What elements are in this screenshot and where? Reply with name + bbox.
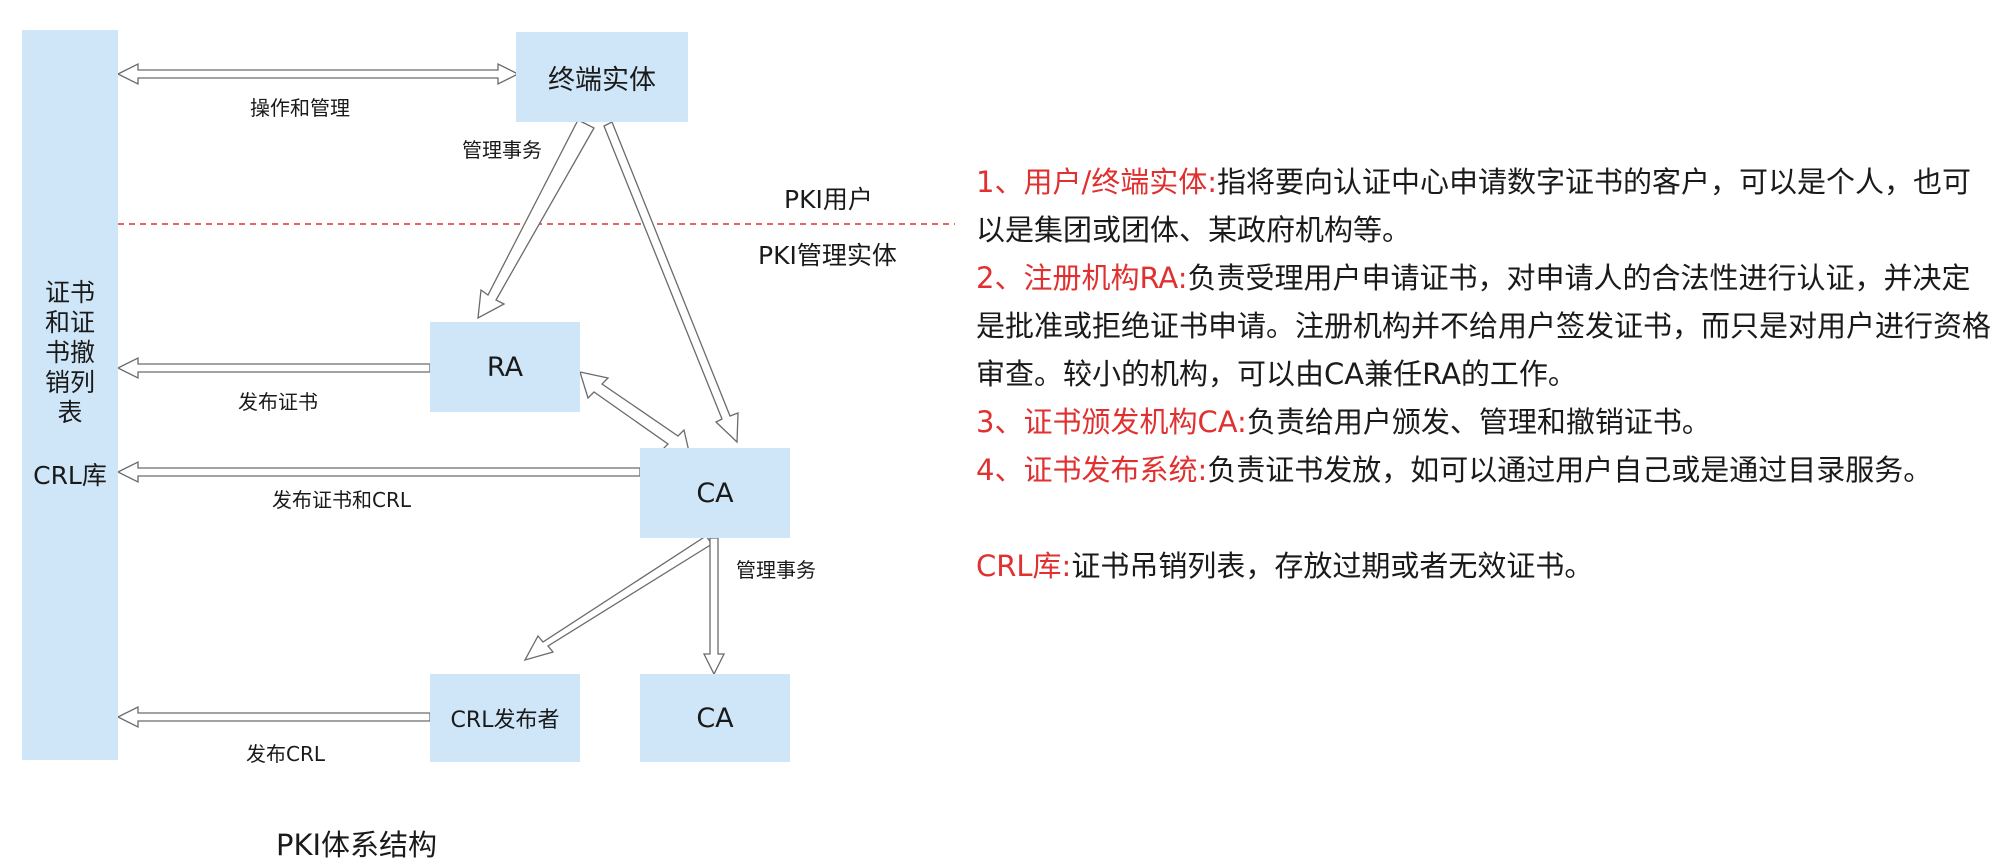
node-ca: CA	[640, 448, 790, 538]
description-text: 负责给用户颁发、管理和撤销证书。	[1246, 405, 1711, 439]
diagram-caption: PKI体系结构	[276, 828, 438, 862]
label-mgmt-affairs-top: 管理事务	[462, 138, 542, 162]
description-spacer	[976, 494, 1994, 542]
description-term: 2、注册机构RA:	[976, 261, 1188, 295]
description-text: 负责证书发放，如可以通过用户自己或是通过目录服务。	[1207, 453, 1933, 487]
node-crl-publisher: CRL发布者	[430, 674, 580, 762]
cert-crl-column: 证书 和证 书撤 销列 表 CRL库	[22, 30, 118, 760]
description-text: 证书吊销列表，存放过期或者无效证书。	[1071, 549, 1594, 583]
description-item-4: 4、证书发布系统:负责证书发放，如可以通过用户自己或是通过目录服务。	[976, 446, 1994, 494]
arrow-entity-to-ca	[603, 121, 739, 444]
description-term: 4、证书发布系统:	[976, 453, 1208, 487]
description-item-crl: CRL库:证书吊销列表，存放过期或者无效证书。	[976, 542, 1994, 590]
node-end-entity: 终端实体	[516, 32, 688, 122]
label-pki-management: PKI管理实体	[758, 241, 897, 270]
description-panel: 1、用户/终端实体:指将要向认证中心申请数字证书的客户，可以是个人，也可以是集团…	[976, 158, 1994, 590]
arrow-ca-to-ca	[702, 537, 726, 676]
description-term: 3、证书颁发机构CA:	[976, 405, 1247, 439]
diagram-connectors	[116, 62, 955, 729]
description-term: 1、用户/终端实体:	[976, 165, 1217, 199]
node-ca-2: CA	[640, 674, 790, 762]
arrow-operate-manage	[116, 62, 520, 86]
label-publish-crl: 发布CRL	[246, 742, 326, 766]
arrow-entity-to-ra	[477, 119, 595, 320]
cert-crl-column-label: 证书 和证 书撤 销列 表	[44, 278, 95, 427]
description-item-3: 3、证书颁发机构CA:负责给用户颁发、管理和撤销证书。	[976, 398, 1994, 446]
description-term: CRL库:	[976, 549, 1072, 583]
arrow-ra-ca	[579, 371, 691, 457]
description-item-1: 1、用户/终端实体:指将要向认证中心申请数字证书的客户，可以是个人，也可以是集团…	[976, 158, 1994, 254]
label-operate-manage: 操作和管理	[250, 96, 350, 120]
arrow-ca-to-crl-publisher	[523, 535, 713, 662]
description-text: 负责受理用户申请证书，对申请人的合法性进行认证，并决定是批准或拒绝证书申请。注册…	[976, 261, 1992, 391]
label-pki-user: PKI用户	[784, 185, 873, 214]
description-item-2: 2、注册机构RA:负责受理用户申请证书，对申请人的合法性进行认证，并决定是批准或…	[976, 254, 1994, 398]
label-publish-cert: 发布证书	[238, 390, 318, 414]
arrow-publish-crl	[116, 705, 431, 729]
arrow-publish-cert-crl	[116, 460, 641, 484]
description-text: 指将要向认证中心申请数字证书的客户，可以是个人，也可以是集团或团体、某政府机构等…	[976, 165, 1972, 247]
arrow-publish-cert	[116, 356, 431, 380]
label-publish-cert-crl: 发布证书和CRL	[272, 488, 412, 512]
crl-store-label: CRL库	[33, 461, 107, 490]
label-mgmt-affairs-bottom: 管理事务	[736, 558, 816, 582]
node-ra: RA	[430, 322, 580, 412]
